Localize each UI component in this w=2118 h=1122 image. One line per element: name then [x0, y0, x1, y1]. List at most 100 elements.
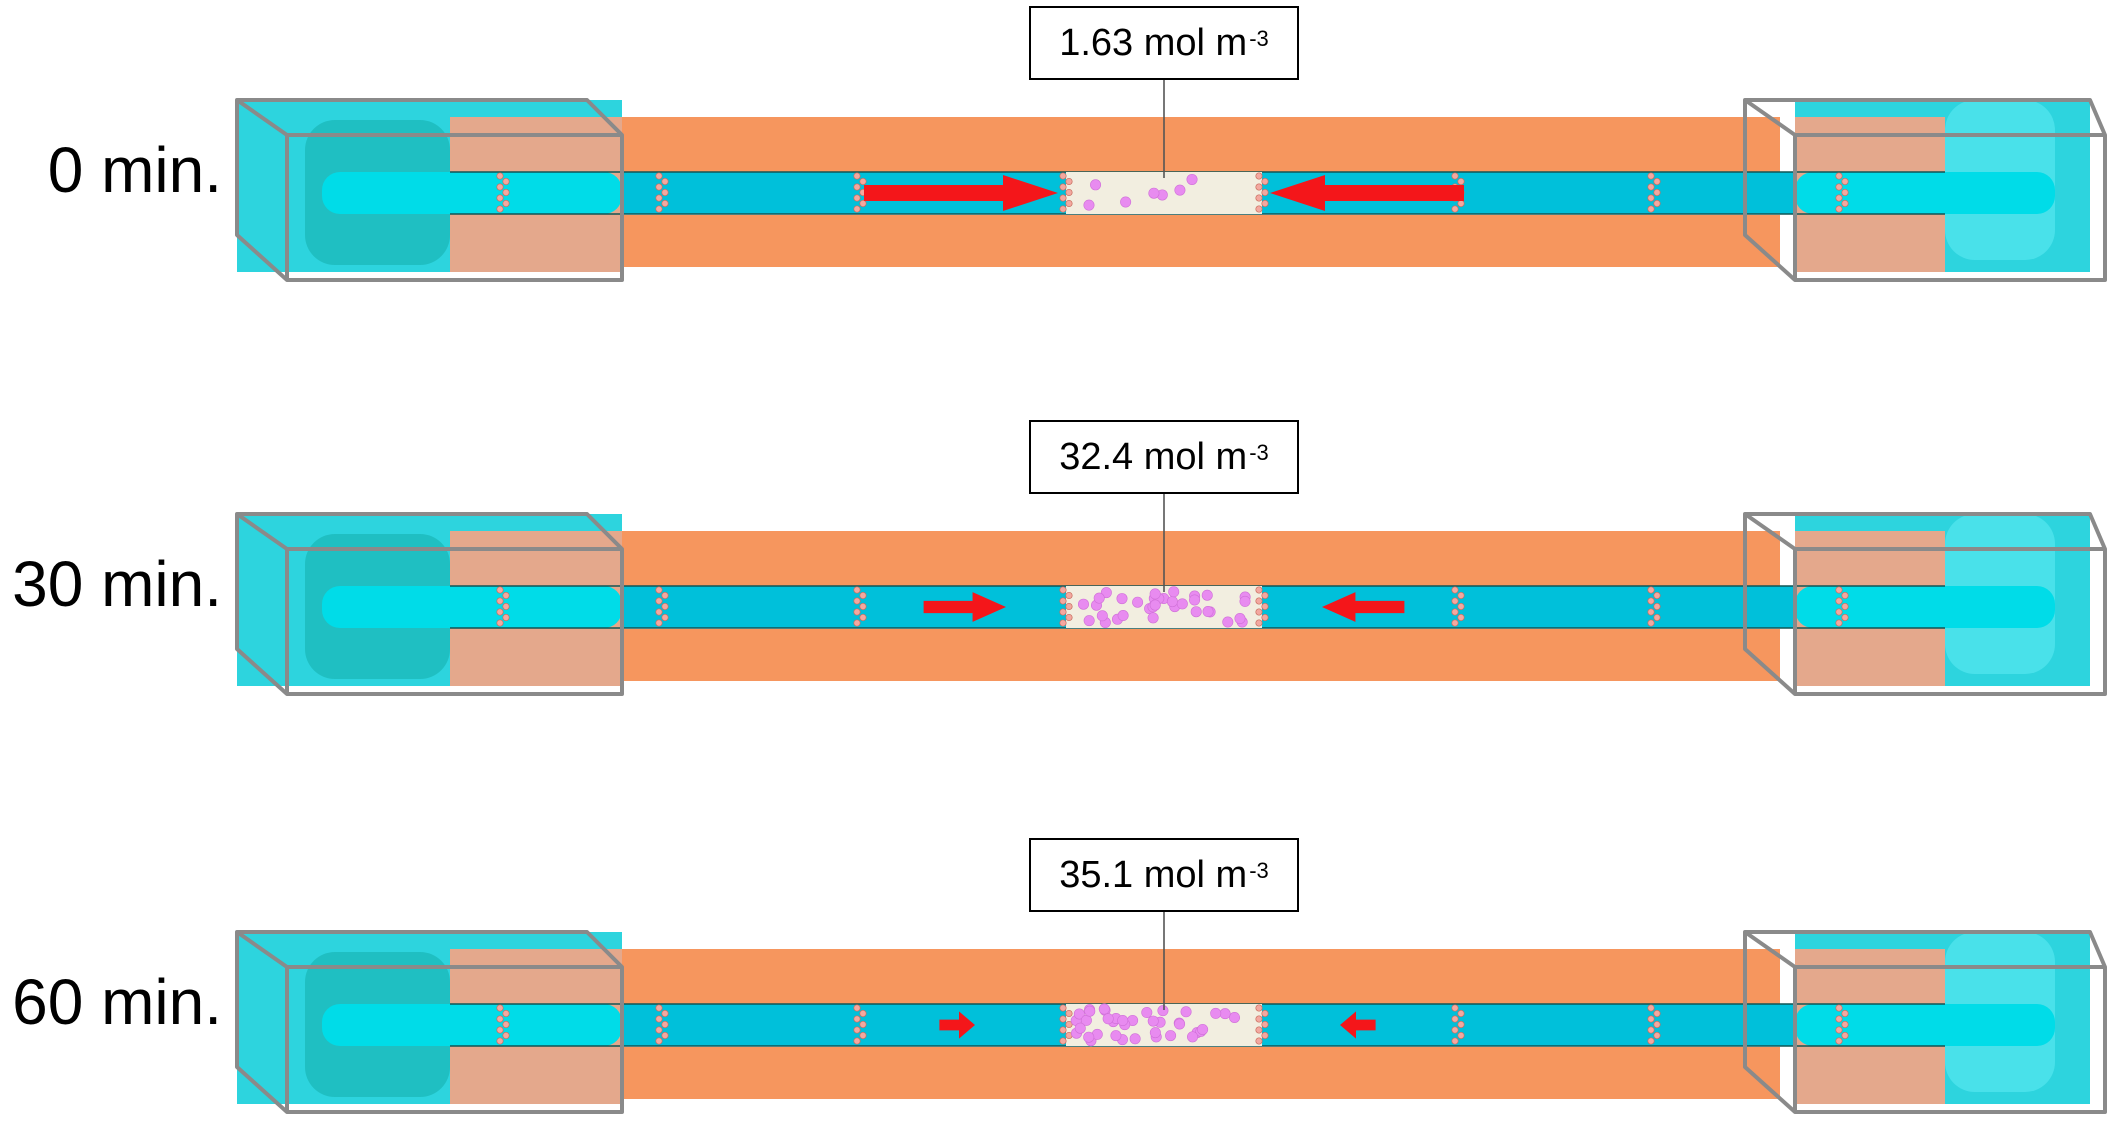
cell-dot	[1457, 591, 1465, 600]
particle	[1077, 598, 1089, 610]
particle	[1147, 1015, 1159, 1027]
right-outlet-channel	[1795, 1004, 2055, 1046]
cell-dot	[1653, 602, 1661, 611]
particle	[1180, 1006, 1192, 1018]
cell-dot	[1261, 177, 1269, 186]
arrow-right	[864, 175, 1058, 211]
cell-dot	[661, 188, 669, 197]
cell-dot	[496, 619, 504, 627]
cell-dot	[655, 1037, 663, 1045]
cell-plug-4	[1255, 586, 1269, 627]
cell-dot	[1653, 1031, 1661, 1040]
cell-dot	[496, 1015, 504, 1023]
cell-dot	[1255, 1004, 1263, 1012]
cell-dot	[853, 205, 861, 213]
cell-dot	[1647, 1004, 1655, 1012]
cell-plug-5	[1451, 1004, 1465, 1045]
cell-dot	[1059, 194, 1067, 202]
cell-dot	[853, 586, 861, 594]
cell-dot	[502, 591, 510, 600]
cell-dot	[655, 619, 663, 627]
cell-dot	[661, 1031, 669, 1040]
cell-dot	[1059, 172, 1067, 180]
cell-dot	[859, 199, 867, 208]
right-outlet-channel	[1795, 172, 2055, 214]
left-inlet-channel	[322, 586, 622, 628]
cell-dot	[1261, 602, 1269, 611]
cell-dot	[1835, 1015, 1843, 1023]
cell-dot	[1059, 597, 1067, 605]
particle	[1074, 1022, 1086, 1034]
cell-plug-2	[853, 1004, 867, 1045]
cell-dot	[853, 1004, 861, 1012]
cell-dot	[1065, 199, 1073, 208]
cell-dot	[502, 199, 510, 208]
cell-dot	[1451, 608, 1459, 616]
cell-dot	[1841, 591, 1849, 600]
arrow-left	[1270, 175, 1464, 211]
cell-dot	[496, 586, 504, 594]
particle	[1165, 1030, 1177, 1042]
cell-dot	[1457, 613, 1465, 622]
particle	[1189, 594, 1201, 606]
concentration-label: 1.63 mol m-3	[1029, 6, 1299, 80]
cell-plug-1	[655, 1004, 669, 1045]
concentration-label: 32.4 mol m-3	[1029, 420, 1299, 494]
cell-dot	[853, 172, 861, 180]
particle	[1219, 1008, 1231, 1020]
cell-dot	[1835, 172, 1843, 180]
arrow-right	[939, 1011, 975, 1039]
cell-dot	[496, 597, 504, 605]
cell-dot	[1255, 597, 1263, 605]
cell-dot	[1835, 586, 1843, 594]
cell-dot	[502, 1031, 510, 1040]
cell-dot	[1653, 177, 1661, 186]
cell-dot	[1451, 205, 1459, 213]
cell-dot	[661, 1009, 669, 1018]
particle	[1229, 1011, 1241, 1023]
cell-dot	[1647, 597, 1655, 605]
panel-2	[235, 912, 2107, 1114]
cell-dot	[655, 1015, 663, 1023]
cell-dot	[1065, 188, 1073, 197]
cell-dot	[655, 586, 663, 594]
cell-dot	[1059, 205, 1067, 213]
cell-dot	[1451, 597, 1459, 605]
cell-dot	[853, 1037, 861, 1045]
concentration-value: 35.1	[1059, 853, 1134, 896]
cell-plug-6	[1647, 586, 1661, 627]
cell-dot	[853, 194, 861, 202]
cell-dot	[496, 194, 504, 202]
cell-dot	[853, 619, 861, 627]
cell-dot	[655, 1004, 663, 1012]
cell-dot	[1059, 1004, 1067, 1012]
cell-plug-7	[1835, 172, 1849, 213]
cell-dot	[655, 194, 663, 202]
particle	[1098, 1003, 1110, 1015]
particle	[1234, 613, 1246, 625]
particles	[1077, 586, 1251, 629]
particle	[1239, 595, 1251, 607]
membrane-top	[450, 117, 1780, 173]
time-label: 30 min.	[12, 548, 222, 620]
membrane-bottom	[450, 629, 1780, 681]
cell-dot	[1647, 608, 1655, 616]
cell-dot	[1653, 1020, 1661, 1029]
cell-dot	[496, 172, 504, 180]
cell-dot	[502, 1009, 510, 1018]
particle	[1090, 179, 1102, 191]
cell-dot	[1653, 188, 1661, 197]
cell-dot	[1841, 602, 1849, 611]
cell-dot	[502, 613, 510, 622]
cell-dot	[1261, 613, 1269, 622]
cell-dot	[1835, 194, 1843, 202]
cell-dot	[1255, 205, 1263, 213]
cell-dot	[1841, 177, 1849, 186]
concentration-exponent: -3	[1249, 26, 1269, 51]
cell-dot	[496, 608, 504, 616]
cell-dot	[1065, 613, 1073, 622]
right-outlet-channel	[1795, 586, 2055, 628]
cell-dot	[1647, 205, 1655, 213]
cell-dot	[1647, 194, 1655, 202]
cell-dot	[1255, 619, 1263, 627]
